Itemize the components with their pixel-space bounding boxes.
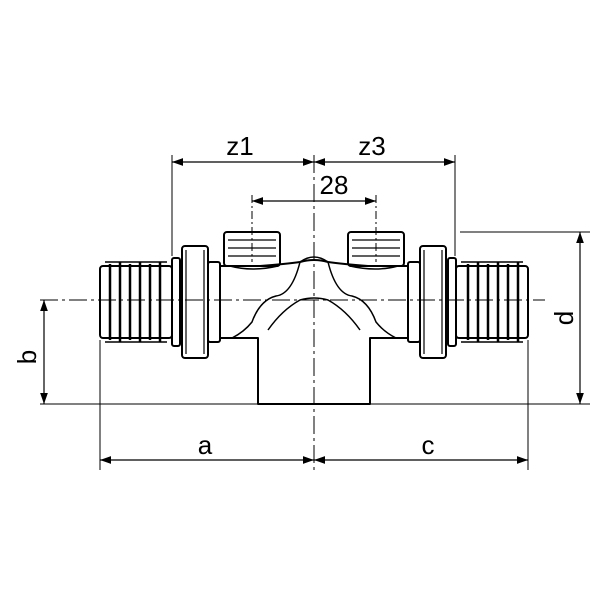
right-pipe-connector (455, 261, 529, 343)
right-flange (407, 245, 457, 359)
label-center-distance: 28 (320, 170, 349, 200)
left-pipe-connector (99, 261, 173, 343)
right-outlet (347, 231, 405, 270)
label-b: b (12, 350, 42, 364)
label-d: d (549, 311, 579, 325)
label-c: c (422, 430, 435, 460)
dimension-lines (40, 158, 584, 464)
left-outlet (223, 231, 281, 270)
label-a: a (198, 430, 213, 460)
fitting-body (99, 231, 529, 405)
label-z3: z3 (358, 131, 385, 161)
label-z1: z1 (226, 131, 253, 161)
left-flange (171, 245, 221, 359)
dimension-labels: z1 z3 28 a c b d (12, 131, 579, 460)
extension-lines (40, 155, 590, 470)
center-lines (40, 155, 545, 470)
